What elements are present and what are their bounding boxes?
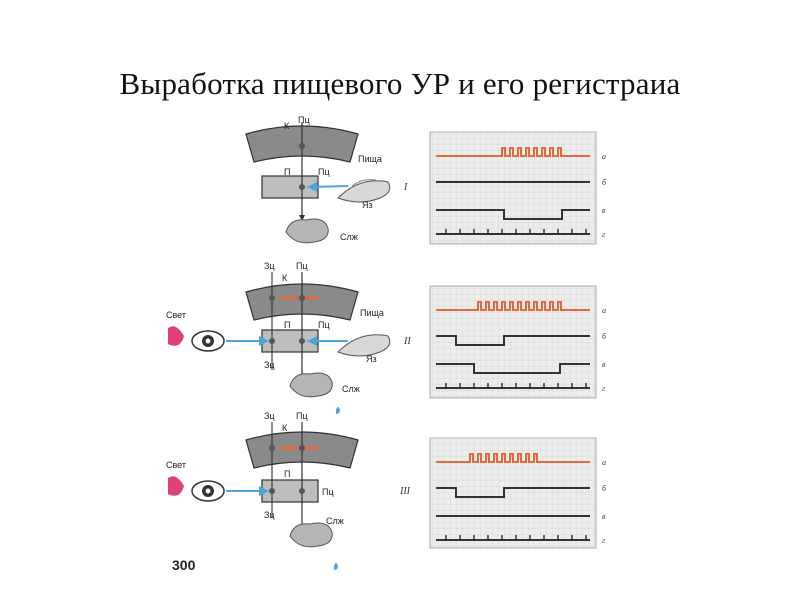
trace-letter: б — [602, 484, 607, 493]
trace-line — [436, 147, 590, 157]
trace-letter: а — [602, 306, 606, 315]
tongue-icon — [337, 180, 391, 203]
subcortex-box — [261, 175, 319, 199]
trace-line — [436, 335, 590, 346]
page-number: 300 — [172, 557, 196, 573]
light-icon — [168, 326, 184, 346]
trace-line — [436, 453, 590, 463]
label-light: Свет — [166, 310, 186, 320]
trace-letter: г — [602, 384, 605, 393]
label-food-center-box: Пц — [318, 320, 330, 330]
salivary-gland-icon — [289, 522, 333, 548]
trace-letter: в — [602, 360, 606, 369]
label-tongue: Яз — [366, 354, 377, 364]
panel-roman-numeral: II — [403, 336, 411, 347]
diagram-panel-2: Зц Пц К П Пц Зц Пища Яз Слж Свет — [166, 261, 391, 414]
slide-title: Выработка пищевого УР и его регистраиа — [119, 66, 681, 101]
trace-letter: в — [602, 206, 606, 215]
diagram-panel-3: Зц Пц К П Пц Зц Слж Свет 300 — [166, 411, 359, 573]
trace-letter: г — [602, 230, 605, 239]
trace-letter: г — [602, 536, 605, 545]
trace-letter: а — [602, 458, 606, 467]
diagram-panel-1: К Пц П Пц Пища Яз Слж — [245, 115, 391, 244]
label-salivary-gland: Слж — [340, 232, 358, 242]
trace-line — [436, 363, 590, 374]
salivary-gland-icon — [289, 372, 333, 398]
label-subcortex: П — [284, 469, 290, 479]
label-vision-center-bottom: Зц — [264, 510, 275, 520]
label-food-center-top: Пц — [298, 115, 310, 125]
label-food-center-top: Пц — [296, 411, 308, 421]
trace-letter: а — [602, 152, 606, 161]
label-cortex: К — [282, 423, 288, 433]
salivary-gland-icon — [285, 218, 329, 244]
label-food-center-box: Пц — [318, 167, 330, 177]
kymogram-panel-2: а б в г II — [403, 285, 607, 399]
label-cortex: К — [284, 121, 290, 131]
label-cortex: К — [282, 273, 288, 283]
panel-roman-numeral: III — [399, 486, 411, 497]
kymogram-panel-1: а б в г I — [403, 131, 607, 245]
label-food: Пища — [360, 308, 384, 318]
panel-roman-numeral: I — [403, 182, 408, 193]
trace-letter: в — [602, 512, 606, 521]
kymogram-panel-3: а б в г III — [399, 437, 607, 549]
trace-line — [436, 301, 590, 311]
trace-line — [436, 209, 590, 220]
light-icon — [168, 476, 184, 496]
label-vision-center-top: Зц — [264, 411, 275, 421]
label-salivary-gland: Слж — [326, 516, 344, 526]
label-food-center-box: Пц — [322, 487, 334, 497]
label-subcortex: П — [284, 167, 290, 177]
label-tongue: Яз — [362, 200, 373, 210]
label-food: Пища — [358, 154, 382, 164]
trace-letter: б — [602, 178, 607, 187]
label-vision-center-bottom: Зц — [264, 360, 275, 370]
label-subcortex: П — [284, 320, 290, 330]
label-salivary-gland: Слж — [342, 384, 360, 394]
label-light: Свет — [166, 460, 186, 470]
trace-line — [436, 487, 590, 498]
trace-letter: б — [602, 332, 607, 341]
tongue-icon — [337, 334, 391, 357]
label-vision-center-top: Зц — [264, 261, 275, 271]
label-food-center-top: Пц — [296, 261, 308, 271]
